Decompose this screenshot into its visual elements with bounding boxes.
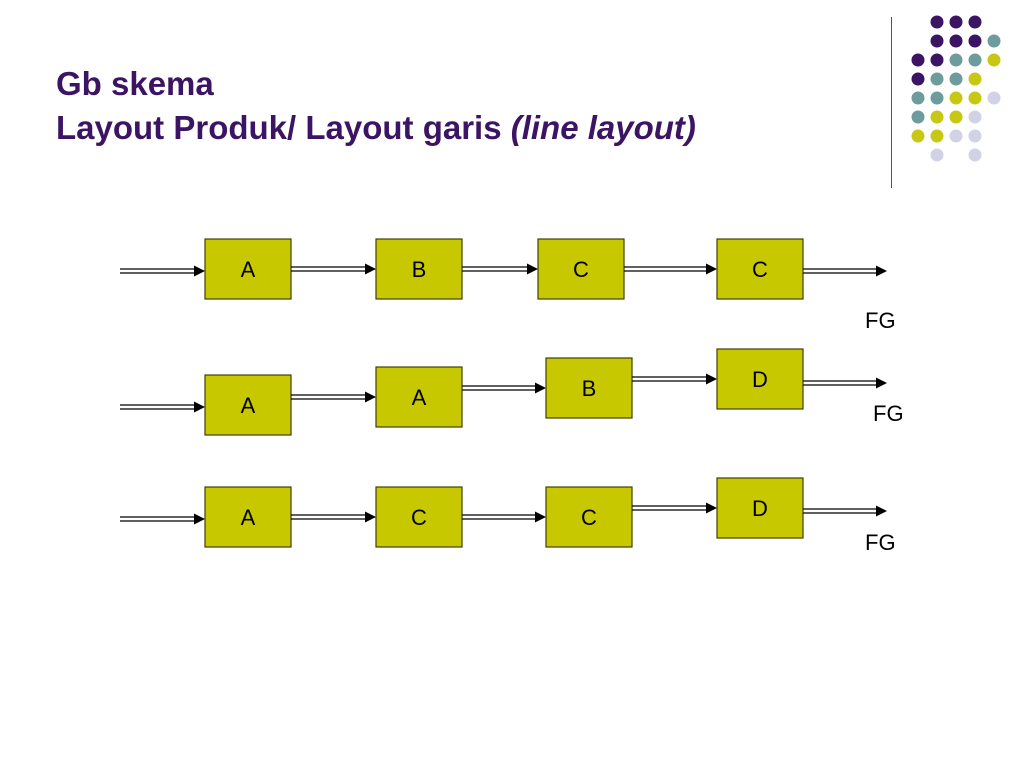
flow-arrow	[803, 377, 887, 389]
machine-label: B	[412, 257, 427, 282]
machine-box-shape	[545, 486, 633, 548]
process-line-1: A B C C FG	[204, 238, 896, 333]
flow-arrow	[291, 511, 376, 523]
decorative-dot	[949, 110, 963, 124]
machine-box: A	[204, 374, 292, 436]
decorative-dot	[949, 15, 963, 29]
decorative-dot	[930, 53, 944, 67]
machine-box: C	[537, 238, 625, 300]
title-line-1: Gb skema	[56, 65, 214, 102]
decorative-dot	[968, 34, 982, 48]
flow-arrow	[632, 373, 717, 385]
machine-label: D	[752, 367, 768, 392]
finished-goods-label: FG	[865, 530, 896, 555]
machine-box: B	[545, 357, 633, 419]
machine-box: C	[716, 238, 804, 300]
flow-arrow	[803, 505, 887, 517]
machine-box: A	[204, 486, 292, 548]
machine-label: C	[581, 505, 597, 530]
flow-arrow	[462, 511, 546, 523]
machine-label: C	[411, 505, 427, 530]
flow-arrow	[120, 401, 205, 413]
machine-box: C	[545, 486, 633, 548]
decorative-dot	[968, 129, 982, 143]
machine-box-shape	[204, 486, 292, 548]
decorative-dot	[968, 72, 982, 86]
flow-arrow	[291, 391, 376, 403]
decorative-dot	[911, 72, 925, 86]
flow-arrow	[291, 263, 376, 275]
decorative-dot	[949, 72, 963, 86]
decorative-dot-grid	[911, 15, 1001, 162]
machine-label: A	[241, 257, 256, 282]
machine-box-shape	[375, 366, 463, 428]
process-line-3: A C C D FG	[204, 477, 896, 555]
machine-label: A	[241, 393, 256, 418]
decorative-dot	[930, 110, 944, 124]
machine-box-shape	[545, 357, 633, 419]
flow-arrow	[624, 263, 717, 275]
decorative-dot	[949, 34, 963, 48]
decorative-dot	[930, 72, 944, 86]
machine-box-shape	[537, 238, 625, 300]
process-line-2: A A B D FG	[204, 348, 904, 436]
decorative-dot	[911, 110, 925, 124]
decorative-dot	[968, 148, 982, 162]
flow-arrow	[462, 263, 538, 275]
machine-box: A	[204, 238, 292, 300]
decorative-dot	[930, 34, 944, 48]
decorative-dot	[930, 91, 944, 105]
decorative-dot	[911, 53, 925, 67]
flow-arrow	[120, 513, 205, 525]
flow-arrow	[462, 382, 546, 394]
decorative-dot	[949, 53, 963, 67]
decorative-dot	[930, 148, 944, 162]
machine-box-shape	[716, 477, 804, 539]
machine-label: A	[241, 505, 256, 530]
decorative-dot	[968, 15, 982, 29]
machine-box: D	[716, 477, 804, 539]
machine-box-shape	[204, 238, 292, 300]
decorative-dot	[911, 91, 925, 105]
machine-label: C	[752, 257, 768, 282]
decorative-dot	[930, 129, 944, 143]
decorative-dot	[987, 53, 1001, 67]
title-line-2-italic: (line layout)	[510, 109, 696, 146]
machine-box-shape	[716, 238, 804, 300]
decorative-dot	[968, 110, 982, 124]
machine-box-shape	[375, 238, 463, 300]
machine-label: D	[752, 496, 768, 521]
flow-arrow	[120, 265, 205, 277]
finished-goods-label: FG	[865, 308, 896, 333]
flow-arrow	[632, 502, 717, 514]
machine-box-shape	[204, 374, 292, 436]
machine-label: A	[412, 385, 427, 410]
flow-arrow	[803, 265, 887, 277]
machine-label: C	[573, 257, 589, 282]
decorative-dot	[949, 91, 963, 105]
decorative-dot	[930, 15, 944, 29]
machine-box: C	[375, 486, 463, 548]
header-divider	[891, 17, 892, 188]
slide-title: Gb skema Layout Produk/ Layout garis (li…	[56, 62, 696, 150]
decorative-dot	[968, 53, 982, 67]
decorative-dot	[911, 129, 925, 143]
machine-box: A	[375, 366, 463, 428]
finished-goods-label: FG	[873, 401, 904, 426]
title-line-2-main: Layout Produk/ Layout garis	[56, 109, 511, 146]
machine-box: B	[375, 238, 463, 300]
machine-box: D	[716, 348, 804, 410]
decorative-dot	[968, 91, 982, 105]
decorative-dot	[987, 91, 1001, 105]
decorative-dot	[987, 34, 1001, 48]
title-line-2: Layout Produk/ Layout garis (line layout…	[56, 106, 696, 150]
machine-label: B	[582, 376, 597, 401]
decorative-dot	[949, 129, 963, 143]
